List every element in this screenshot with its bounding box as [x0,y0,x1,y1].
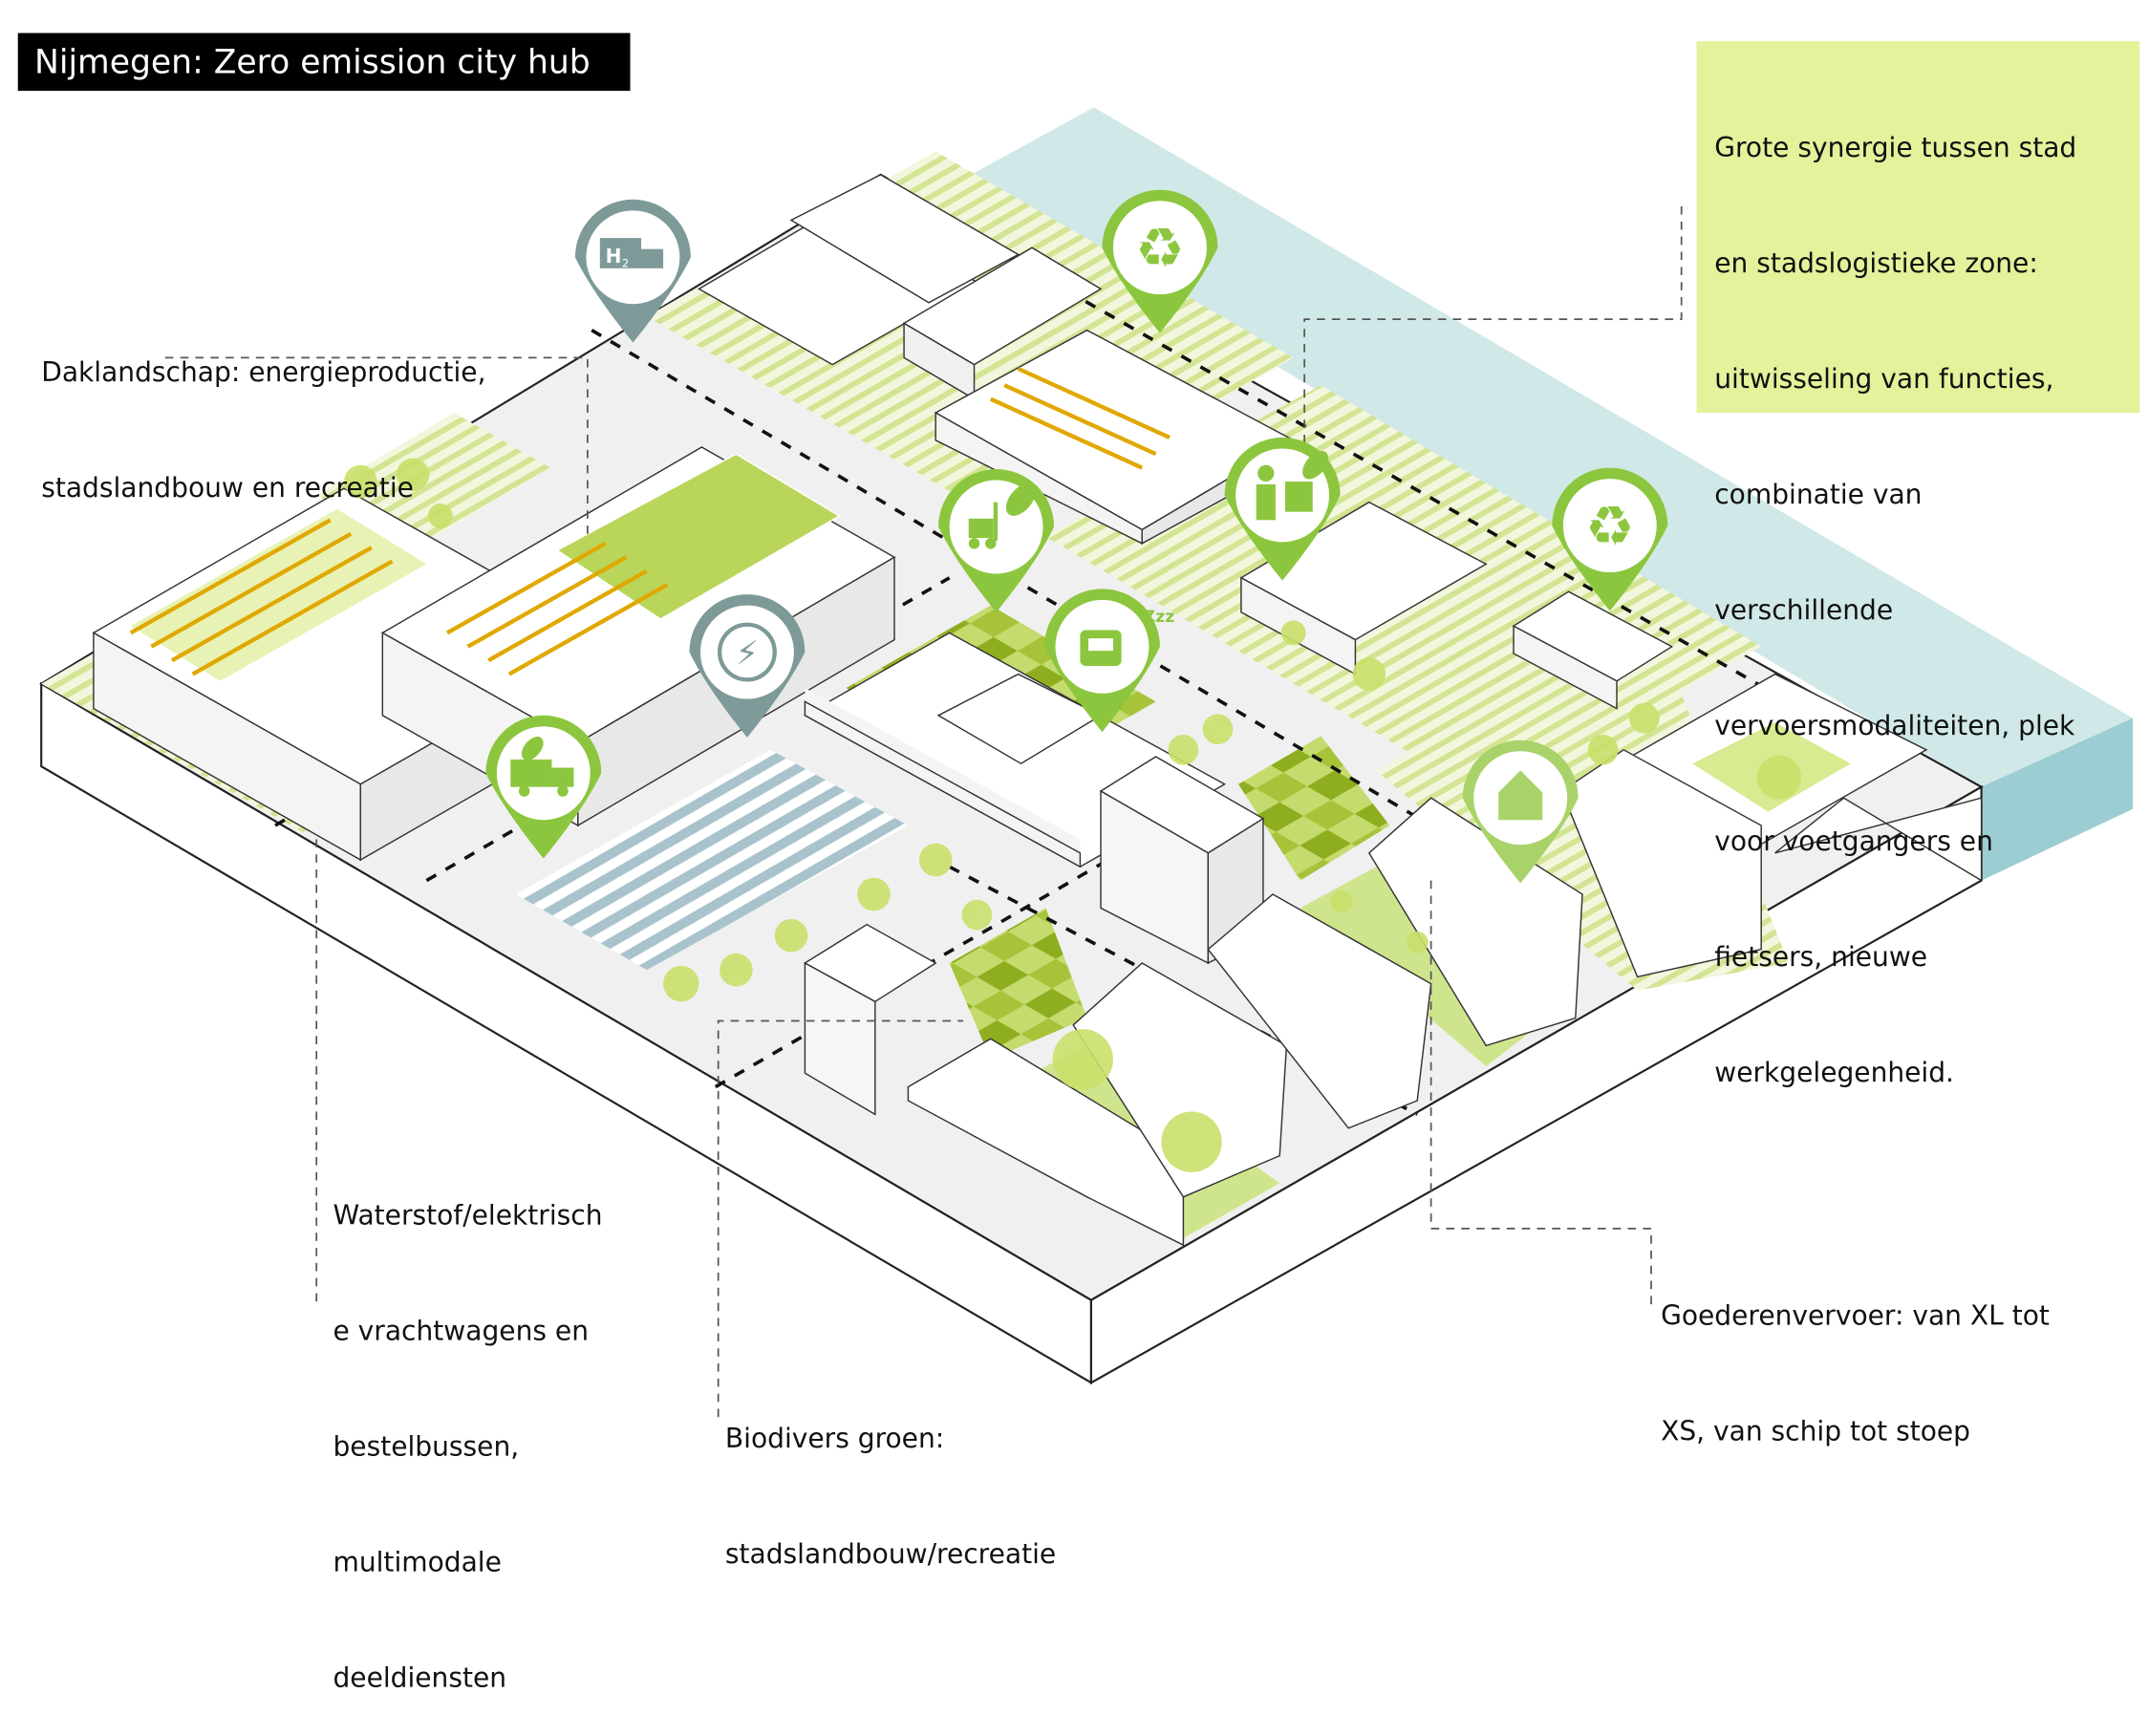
label-line: stadslandbouw en recreatie [41,471,414,504]
label-line: XS, van schip tot stoep [1661,1415,1971,1447]
trees [344,458,1801,1172]
label-line: Waterstof/elektrisch [333,1199,603,1232]
label-line: fietsers, nieuwe [1714,940,1928,974]
urban-farm-field [1238,736,1390,881]
label-line: multimodale [333,1546,502,1578]
worker-icon [1256,450,1329,521]
label-line: e vrachtwagens en [333,1315,590,1347]
label-line: werkgelegenheid. [1714,1056,1955,1089]
label-line: deeldiensten [333,1661,507,1694]
river-water [963,107,2134,881]
label-freight: Goederenvervoer: van XL tot XS, van schi… [1661,1220,2050,1490]
label-line: verschillende [1714,594,1894,627]
label-line: Daklandschap: energieproductie, [41,355,486,389]
sleeping-van-icon [1080,630,1122,666]
solar-panels [129,366,1171,676]
parking-lot [516,749,909,971]
pin-forklift [938,469,1055,612]
pin-worker [1224,437,1341,581]
label-line: Grote synergie tussen stad [1714,132,2077,164]
pin-recycle: ♻ [1102,189,1218,333]
pin-sleeping-van: Zzz [1043,589,1175,733]
recycle-icon: ♻ [1585,494,1635,558]
leader-lines [164,206,1683,1418]
pin-house [1462,739,1579,884]
label-line: combinatie van [1714,479,1923,511]
label-line: Goederenvervoer: van XL tot [1661,1299,2050,1332]
label-line: en stadslogistieke zone: [1714,247,2038,280]
hydrogen-truck-icon [599,238,642,268]
electric-truck-icon [510,737,574,797]
label-line: bestelbussen, [333,1430,520,1463]
svg-text:H: H [606,245,622,268]
house-icon [1498,770,1543,821]
label-line: voor voetgangers en [1714,825,1993,858]
page-title: Nijmegen: Zero emission city hub [17,32,631,92]
label-line: uitwisseling van functies, [1714,363,2054,396]
recycle-icon: ♻ [1135,216,1185,280]
pin-recycle-2: ♻ [1552,467,1668,611]
zzz-text: Zzz [1144,608,1175,627]
label-roofscape: Daklandschap: energieproductie, stadslan… [41,276,485,546]
pin-charging: ⚡ [689,594,806,738]
label-vehicles: Waterstof/elektrisch e vrachtwagens en b… [333,1120,602,1736]
urban-farm-field [949,908,1087,1060]
label-green: Biodivers groen: stadslandbouw/recreatie [725,1342,1056,1612]
label-line: vervoersmodaliteiten, plek [1714,710,2075,742]
forklift-leaf-icon [968,482,1037,549]
charging-icon: ⚡ [736,635,759,674]
buildings [92,174,1983,1247]
synergy-note-box: Grote synergie tussen stad en stadslogis… [1696,41,2140,1088]
river-water-edge [1981,718,2133,881]
label-line: stadslandbouw/recreatie [724,1537,1057,1571]
pin-electric-truck [485,715,602,859]
svg-text:2: 2 [622,256,629,269]
label-line: Biodivers groen: [724,1422,945,1455]
